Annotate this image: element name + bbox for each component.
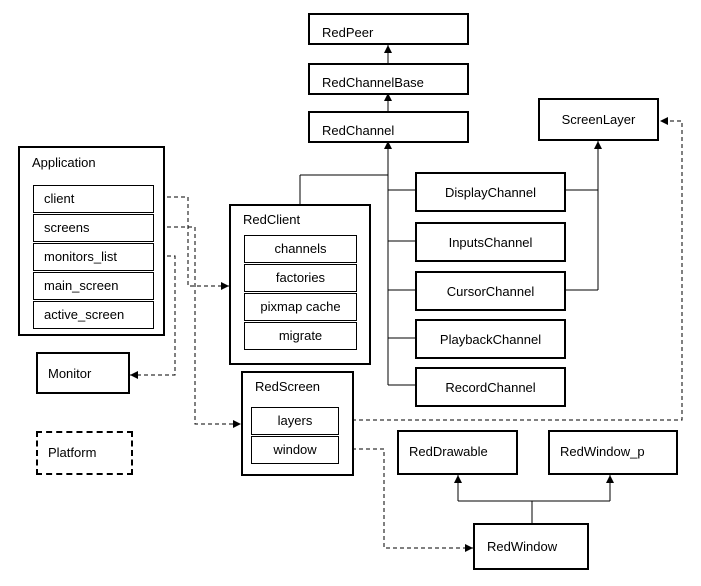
class-redwindow-p: RedWindow_p	[548, 430, 678, 475]
class-redwindow-p-label: RedWindow_p	[560, 444, 645, 459]
class-redchannelbase-label: RedChannelBase	[322, 75, 424, 90]
class-redclient-title: RedClient	[243, 212, 301, 227]
assoc-window-redwindow	[338, 448, 473, 552]
class-playbackchannel-label: PlaybackChannel	[439, 332, 542, 347]
field-screens: screens	[33, 214, 154, 242]
assoc-layers-screenlayer	[338, 117, 683, 421]
class-redclient: RedClient channels factories pixmap cach…	[229, 204, 371, 365]
class-redchannel: RedChannel	[308, 111, 469, 143]
class-platform-label: Platform	[48, 445, 97, 460]
class-displaychannel-label: DisplayChannel	[444, 185, 537, 200]
field-factories: factories	[244, 264, 357, 292]
class-redpeer: RedPeer	[308, 13, 469, 45]
field-active-screen: active_screen	[33, 301, 154, 329]
class-inputschannel-label: InputsChannel	[448, 235, 533, 250]
class-screenlayer: ScreenLayer	[538, 98, 659, 141]
class-redchannel-label: RedChannel	[322, 123, 395, 138]
field-pixmap-cache: pixmap cache	[244, 293, 357, 321]
class-cursorchannel: CursorChannel	[415, 271, 566, 311]
assoc-screens-redscreen	[153, 226, 241, 428]
field-channels: channels	[244, 235, 357, 263]
field-monitors-list: monitors_list	[33, 243, 154, 271]
class-application: Application client screens monitors_list…	[18, 146, 165, 336]
class-reddrawable: RedDrawable	[397, 430, 518, 475]
field-main-screen: main_screen	[33, 272, 154, 300]
class-inputschannel: InputsChannel	[415, 222, 566, 262]
field-window: window	[251, 436, 339, 464]
class-screenlayer-label: ScreenLayer	[561, 112, 636, 127]
class-monitor-label: Monitor	[48, 366, 92, 381]
class-platform: Platform	[36, 431, 133, 475]
class-monitor: Monitor	[36, 352, 130, 394]
class-redscreen-title: RedScreen	[255, 379, 321, 394]
field-migrate: migrate	[244, 322, 357, 350]
field-client: client	[33, 185, 154, 213]
class-playbackchannel: PlaybackChannel	[415, 319, 566, 359]
class-recordchannel: RecordChannel	[415, 367, 566, 407]
class-displaychannel: DisplayChannel	[415, 172, 566, 212]
assoc-client-redclient	[153, 196, 229, 290]
class-redpeer-label: RedPeer	[322, 25, 374, 40]
class-redchannelbase: RedChannelBase	[308, 63, 469, 95]
class-application-title: Application	[32, 155, 96, 170]
field-layers: layers	[251, 407, 339, 435]
class-cursorchannel-label: CursorChannel	[446, 284, 535, 299]
class-redscreen: RedScreen layers window	[241, 371, 354, 476]
class-reddrawable-label: RedDrawable	[409, 444, 488, 459]
class-recordchannel-label: RecordChannel	[445, 380, 536, 395]
class-redwindow-label: RedWindow	[487, 539, 558, 554]
class-redwindow: RedWindow	[473, 523, 589, 570]
